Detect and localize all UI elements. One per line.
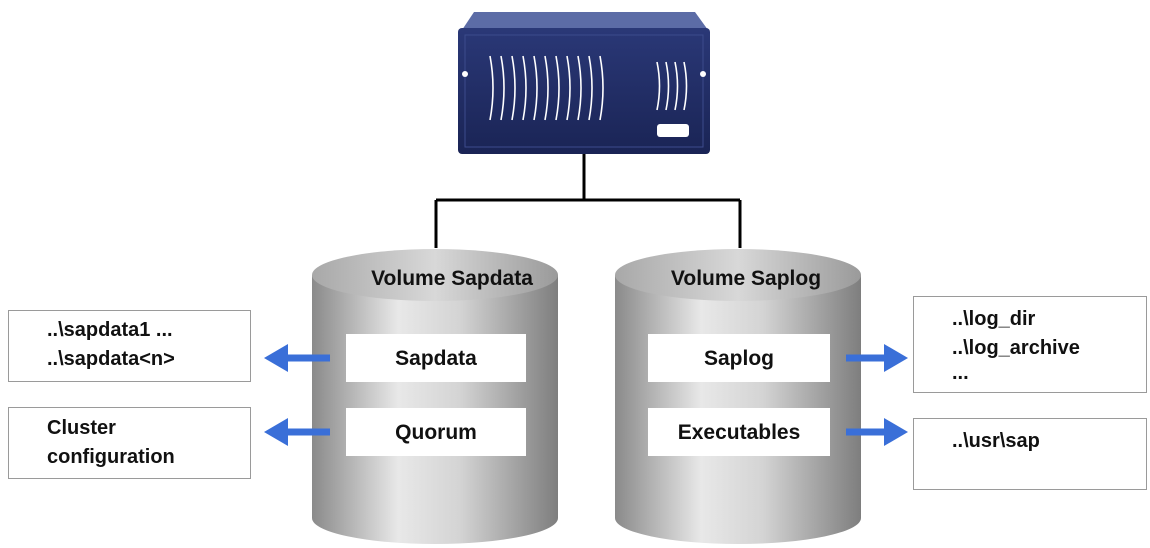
partition-quorum-box xyxy=(346,408,526,456)
partition-saplog-box xyxy=(648,334,830,382)
partition-executables-box xyxy=(648,408,830,456)
note-cluster-configuration: Cluster configuration xyxy=(8,407,251,479)
note-sapdata-directories: ..\sapdata1 ... ..\sapdata<n> xyxy=(8,310,251,382)
note-line: ... xyxy=(952,362,969,384)
connection-lines xyxy=(434,154,742,248)
volume-sapdata-title: Volume Sapdata xyxy=(371,267,533,290)
note-line: Cluster xyxy=(47,417,116,439)
arrow-sapdata-left xyxy=(264,344,330,372)
server-icon xyxy=(458,12,710,154)
note-line: ..\sapdata<n> xyxy=(47,348,175,370)
partition-sapdata-box xyxy=(346,334,526,382)
partition-sapdata-label: Sapdata xyxy=(395,347,477,370)
partition-executables-label: Executables xyxy=(678,421,801,444)
note-line: ..\sapdata1 ... xyxy=(47,319,173,341)
volume-saplog-cylinder: Volume Saplog Saplog Executables xyxy=(615,249,861,544)
partition-saplog-label: Saplog xyxy=(704,347,774,370)
note-usr-sap: ..\usr\sap xyxy=(913,418,1147,490)
volume-sapdata-cylinder: Volume Sapdata Sapdata Quorum xyxy=(312,249,558,544)
note-log-directories: ..\log_dir ..\log_archive ... xyxy=(913,296,1147,393)
note-line: ..\usr\sap xyxy=(952,430,1040,452)
arrow-quorum-left xyxy=(264,418,330,446)
arrow-saplog-right xyxy=(846,344,908,372)
note-line: configuration xyxy=(47,446,175,468)
volume-saplog-title: Volume Saplog xyxy=(671,267,821,290)
partition-quorum-label: Quorum xyxy=(395,421,477,444)
arrow-executables-right xyxy=(846,418,908,446)
note-line: ..\log_dir xyxy=(952,308,1036,330)
note-line: ..\log_archive xyxy=(952,337,1080,359)
